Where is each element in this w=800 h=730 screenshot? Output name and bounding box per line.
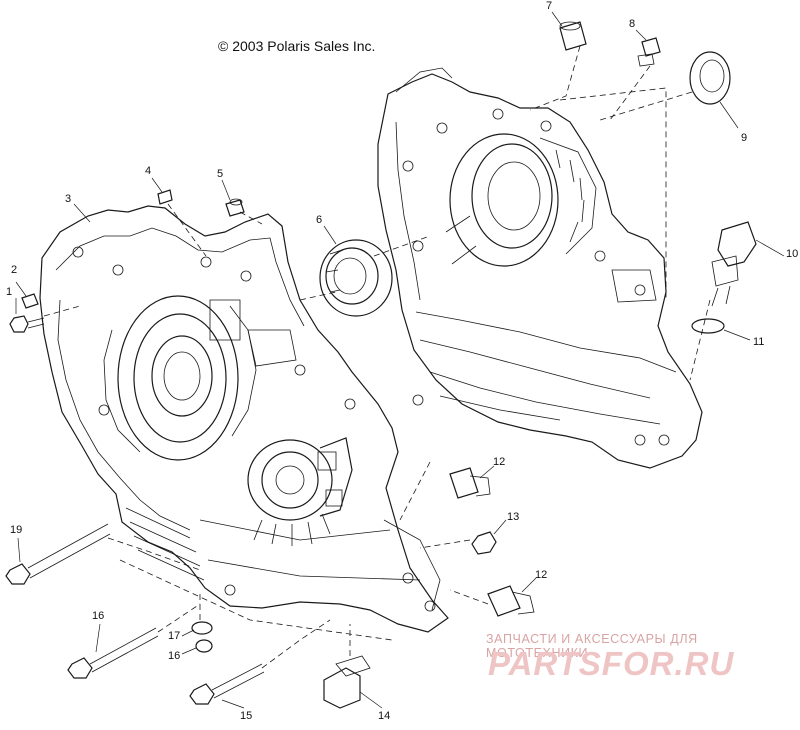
part-15-bolt bbox=[189, 663, 265, 705]
part-7-plug bbox=[559, 21, 587, 51]
callout-14: 14 bbox=[378, 710, 391, 722]
part-4-pin bbox=[157, 189, 173, 205]
callout-17: 17 bbox=[168, 630, 181, 642]
part-14-drain-plug bbox=[323, 655, 371, 709]
part-11-o-ring bbox=[691, 318, 725, 334]
callout-16-fastener: 16 bbox=[168, 650, 181, 662]
callout-15: 15 bbox=[240, 710, 253, 722]
callout-11: 11 bbox=[753, 336, 765, 348]
leader-lines bbox=[15, 11, 785, 709]
callout-1: 1 bbox=[6, 286, 13, 298]
callout-19: 19 bbox=[10, 524, 23, 536]
watermark-logo[interactable]: PARTSFOR.RU bbox=[488, 645, 735, 682]
callout-16-bolt: 16 bbox=[92, 610, 105, 622]
callout-12-lower: 12 bbox=[535, 569, 548, 581]
callout-9: 9 bbox=[741, 132, 748, 144]
callout-2: 2 bbox=[11, 264, 18, 276]
part-12-fitting-upper bbox=[449, 467, 491, 499]
part-5-dowel bbox=[225, 198, 245, 217]
callout-10: 10 bbox=[786, 248, 799, 260]
part-13-nut bbox=[471, 531, 497, 555]
callout-12-upper: 12 bbox=[493, 456, 506, 468]
part-16-fastener bbox=[195, 639, 213, 653]
assembly-dashed-lines bbox=[43, 45, 711, 669]
watermark-tagline: ЗАПЧАСТИ И АКСЕССУАРЫ ДЛЯ МОТОТЕХНИКИ bbox=[486, 632, 698, 660]
part-8-fitting bbox=[637, 37, 661, 67]
part-10-sensor bbox=[711, 221, 757, 307]
callout-8: 8 bbox=[629, 18, 636, 30]
part-6-bearing bbox=[319, 239, 393, 317]
right-crankcase-half bbox=[377, 67, 703, 469]
callout-6: 6 bbox=[316, 214, 323, 226]
part-9-seal bbox=[689, 51, 731, 105]
part-2-dowel bbox=[21, 293, 39, 309]
part-1-bolt bbox=[9, 315, 45, 333]
left-crankcase-half bbox=[39, 205, 449, 633]
callout-4: 4 bbox=[145, 165, 152, 177]
callout-5: 5 bbox=[217, 168, 224, 180]
copyright-notice: © 2003 Polaris Sales Inc. bbox=[218, 38, 376, 54]
part-12-fitting-lower bbox=[487, 585, 535, 617]
part-16-long-bolt bbox=[67, 627, 159, 679]
part-19-bolt bbox=[5, 523, 111, 585]
callout-3: 3 bbox=[65, 193, 72, 205]
part-17-washer bbox=[191, 621, 213, 635]
callout-7: 7 bbox=[546, 0, 553, 12]
callout-13: 13 bbox=[507, 511, 520, 523]
